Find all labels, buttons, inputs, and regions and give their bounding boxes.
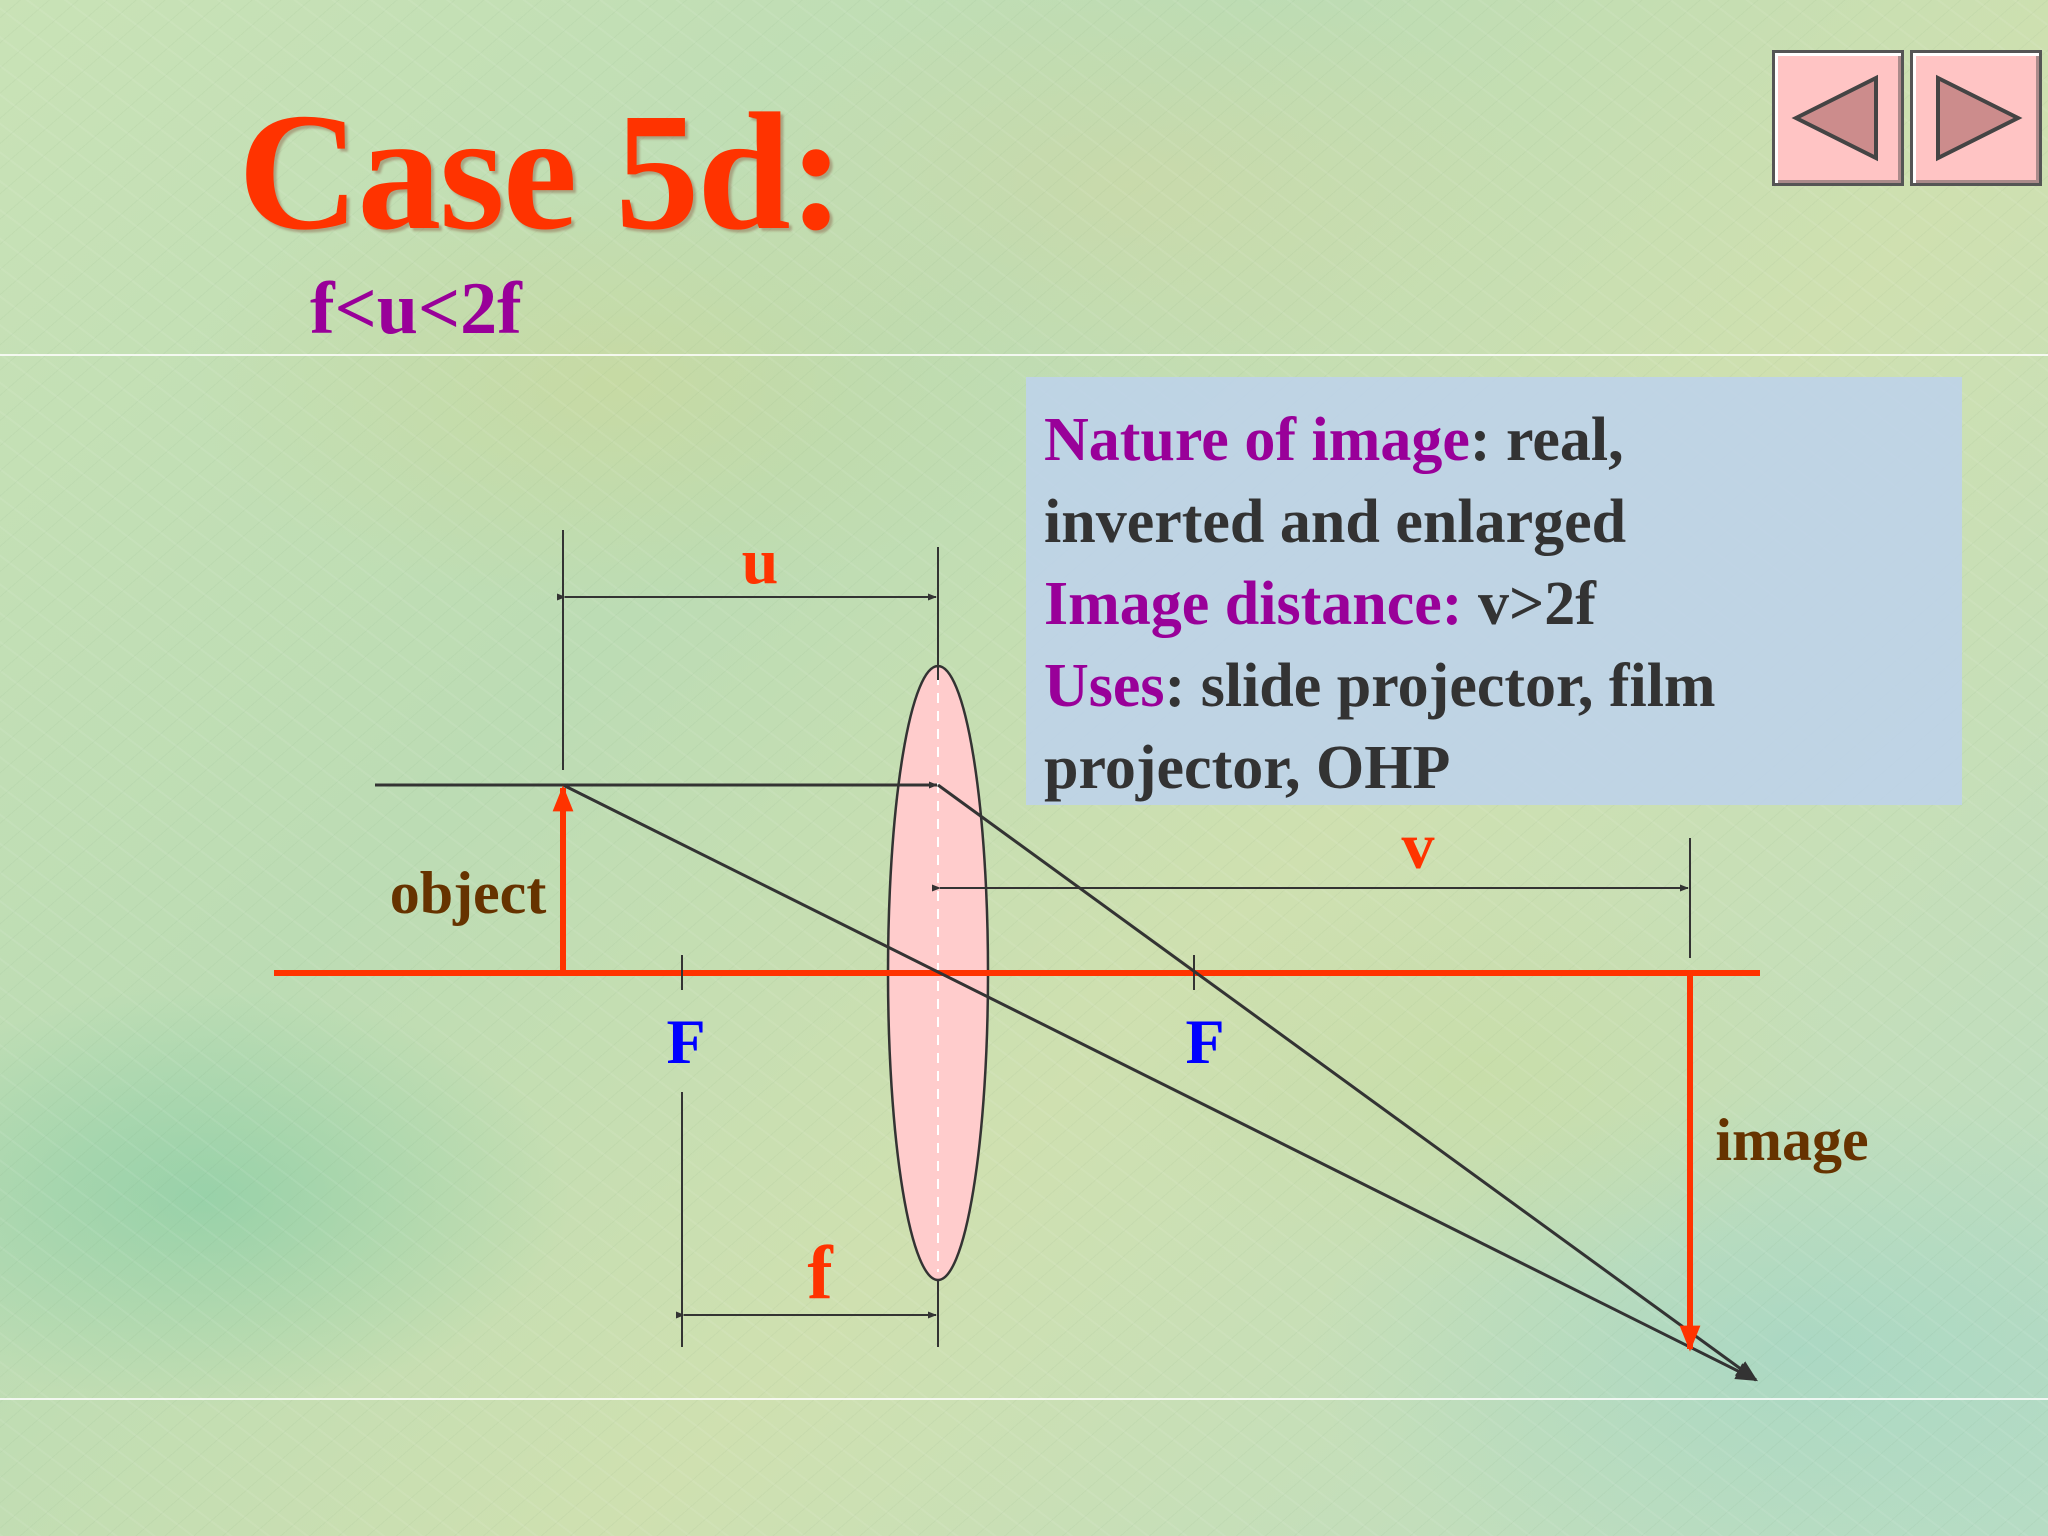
light-rays — [375, 781, 1758, 1382]
info-line-nature-cont: inverted and enlarged — [1044, 481, 1944, 563]
uses-label: Uses — [1044, 652, 1165, 720]
label-focal-point-right: F — [1185, 1006, 1224, 1077]
info-line-nature: Nature of image: real, — [1044, 399, 1944, 481]
label-v: v — [1402, 810, 1435, 883]
nature-value-cont: inverted and enlarged — [1044, 488, 1627, 556]
top-divider — [0, 354, 2048, 356]
label-object: object — [390, 860, 547, 926]
uses-value: : slide projector, film — [1164, 652, 1716, 720]
triangle-right-icon — [1936, 74, 2023, 162]
slide-subtitle: f<u<2f — [310, 268, 522, 350]
distance-value: v>2f — [1462, 570, 1596, 638]
info-line-uses-cont: projector, OHP — [1044, 727, 1944, 809]
triangle-left-icon — [1791, 74, 1878, 162]
nature-label: Nature of image — [1044, 406, 1470, 474]
nature-value: : real, — [1469, 406, 1624, 474]
label-image: image — [1715, 1107, 1868, 1173]
bottom-divider — [0, 1398, 2048, 1400]
image-properties-box: Nature of image: real, inverted and enla… — [1026, 377, 1962, 805]
distance-label: Image distance: — [1044, 570, 1463, 638]
info-line-uses: Uses: slide projector, film — [1044, 645, 1944, 727]
uses-value-cont: projector, OHP — [1044, 734, 1451, 802]
previous-slide-button[interactable] — [1772, 50, 1904, 186]
label-u: u — [742, 525, 779, 598]
navigation-buttons — [1772, 50, 2048, 190]
distance-markers — [556, 530, 1691, 1347]
label-focal-point-left: F — [666, 1006, 705, 1077]
slide-title: Case 5d: — [238, 79, 845, 265]
info-line-distance: Image distance: v>2f — [1044, 563, 1944, 645]
label-f: f — [807, 1231, 834, 1315]
next-slide-button[interactable] — [1910, 50, 2042, 186]
